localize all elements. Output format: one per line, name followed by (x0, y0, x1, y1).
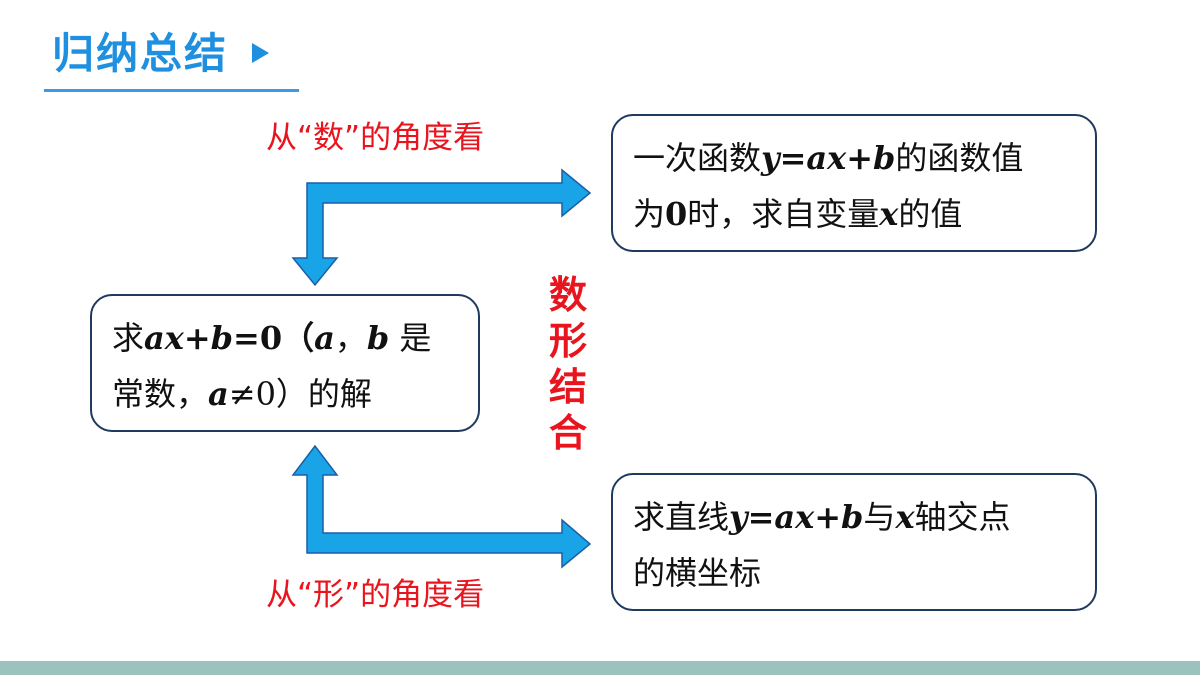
text: 是 (389, 319, 432, 357)
math-expr: y=ax+b (729, 498, 864, 536)
text: 求直线 (633, 498, 730, 536)
math-var: b (366, 319, 390, 357)
equation-line-1: 求ax+b=0（a，b 是 (112, 310, 458, 366)
text: ， (334, 319, 367, 357)
intersection-box: 求直线y=ax+b与x轴交点 的横坐标 (611, 473, 1097, 611)
vertical-char: 数 (548, 273, 587, 317)
number-view-label: 从“数”的角度看 (266, 120, 485, 156)
text: 为 (633, 195, 666, 233)
intersection-line-2: 的横坐标 (633, 545, 1075, 601)
vertical-char: 形 (548, 319, 587, 363)
text: ≠0）的解 (228, 375, 372, 413)
text: 的函数值 (895, 139, 1024, 177)
text: 的值 (898, 195, 963, 233)
function-line-2: 为0时，求自变量x的值 (633, 186, 1075, 242)
vertical-char: 结 (548, 365, 587, 409)
text: 求 (112, 319, 145, 357)
text: 与 (863, 498, 896, 536)
text: =0（ (233, 319, 315, 357)
number-shape-combination-label: 数 形 结 合 (546, 272, 590, 456)
math-expr: ax+b (144, 319, 234, 357)
math-var: a (208, 375, 229, 413)
top-connector-arrow (291, 168, 592, 287)
math-var: x (879, 195, 899, 233)
equation-box: 求ax+b=0（a，b 是 常数，a≠0）的解 (90, 294, 480, 432)
text: 常数， (112, 375, 209, 413)
math-expr: y=ax+b (761, 139, 896, 177)
shape-view-label: 从“形”的角度看 (266, 577, 485, 613)
section-title: 归纳总结 (52, 29, 229, 78)
play-arrow-icon (252, 43, 269, 63)
text: 一次函数 (633, 139, 762, 177)
title-underline (44, 89, 299, 92)
equation-line-2: 常数，a≠0）的解 (112, 366, 458, 422)
text: 的横坐标 (633, 554, 762, 592)
text: 轴交点 (914, 498, 1011, 536)
function-value-box: 一次函数y=ax+b的函数值 为0时，求自变量x的值 (611, 114, 1097, 252)
text: 时，求自变量 (687, 195, 880, 233)
footer-bar (0, 661, 1200, 675)
function-line-1: 一次函数y=ax+b的函数值 (633, 130, 1075, 186)
math-var: x (895, 498, 915, 536)
intersection-line-1: 求直线y=ax+b与x轴交点 (633, 489, 1075, 545)
math-number: 0 (665, 195, 688, 233)
bottom-connector-arrow (291, 444, 592, 569)
math-var: a (314, 319, 335, 357)
vertical-char: 合 (548, 411, 587, 455)
